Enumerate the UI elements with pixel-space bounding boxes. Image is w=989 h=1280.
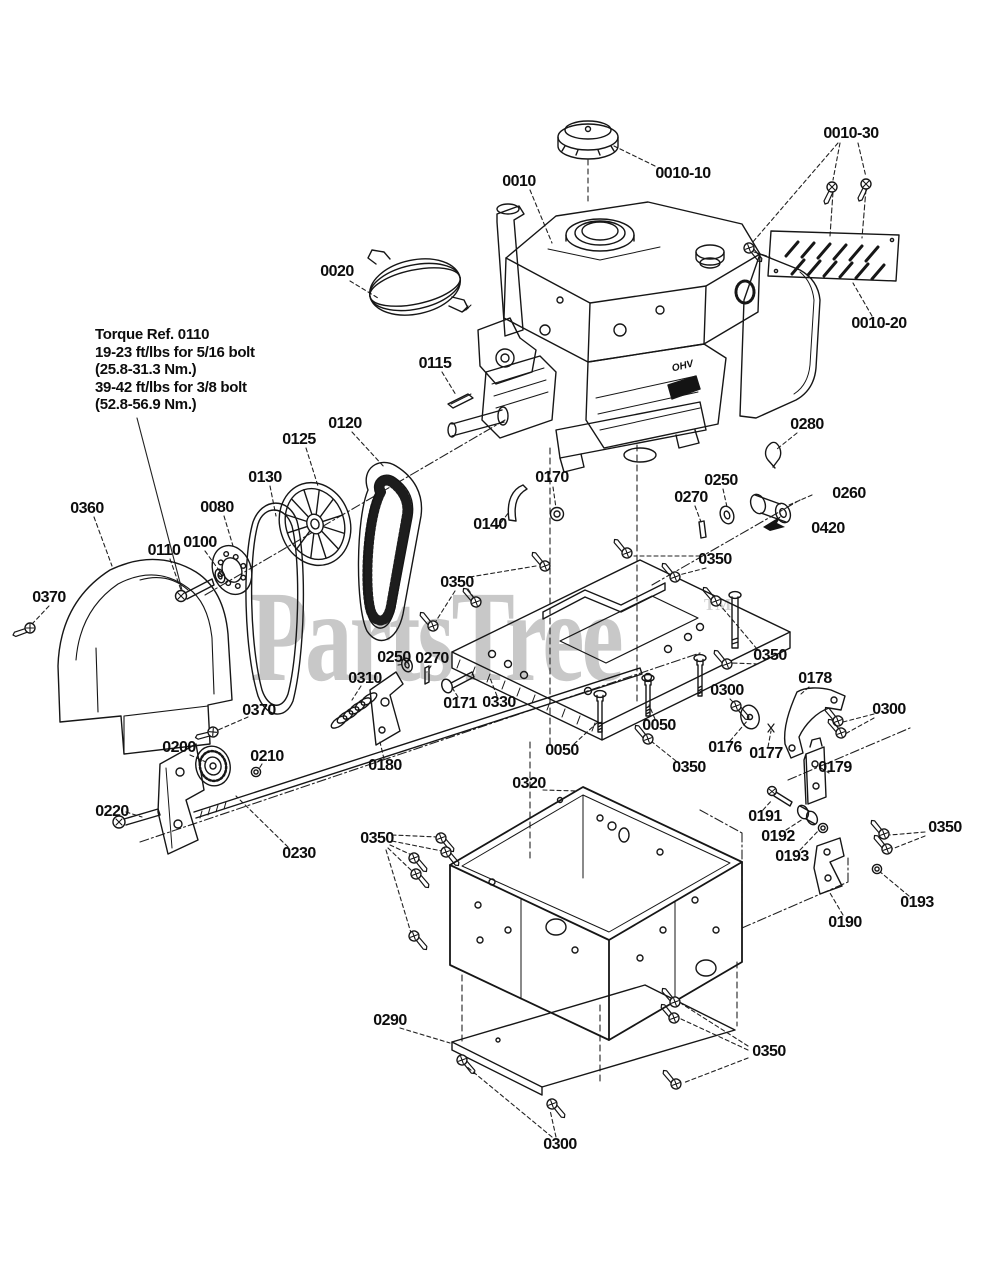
leader-lines [32, 142, 926, 1138]
part-callout-0250: 0250 [704, 472, 738, 489]
part-callout-0270: 0270 [674, 489, 708, 506]
part-callout-0350: 0350 [672, 759, 706, 776]
part-callout-0080: 0080 [200, 499, 234, 516]
tube-drawing [507, 484, 565, 522]
part-callout-0350: 0350 [698, 551, 732, 568]
fuel-cap-drawing [557, 120, 619, 160]
part-callout-0350: 0350 [752, 1043, 786, 1060]
part-callout-0220: 0220 [95, 803, 129, 820]
part-callout-0350: 0350 [360, 830, 394, 847]
shaft-key-drawing [447, 393, 474, 409]
support-bracket-drawing [766, 785, 896, 895]
torque-note-line: (25.8-31.3 Nm.) [95, 361, 197, 378]
part-callout-0050: 0050 [545, 742, 579, 759]
bottom-plate-drawing [451, 984, 736, 1120]
part-callout-0178: 0178 [798, 670, 832, 687]
part-callout-0290: 0290 [373, 1012, 407, 1029]
part-callout-0350: 0350 [440, 574, 474, 591]
part-callout-0110: 0110 [147, 542, 181, 559]
part-callout-0330: 0330 [482, 694, 516, 711]
part-callout-0360: 0360 [70, 500, 104, 517]
mount-plate-drawing [451, 559, 791, 741]
part-callout-0193: 0193 [775, 848, 809, 865]
part-callout-0370: 0370 [32, 589, 66, 606]
part-callout-0191: 0191 [748, 808, 782, 825]
part-callout-0320: 0320 [512, 775, 546, 792]
part-callout-0171: 0171 [443, 695, 477, 712]
part-callout-0115: 0115 [418, 355, 452, 372]
part-callout-0179: 0179 [818, 759, 852, 776]
power-cord-drawing [367, 249, 472, 316]
part-callout-0177: 0177 [749, 745, 783, 762]
part-callout-0420: 0420 [811, 520, 845, 537]
part-callout-0190: 0190 [828, 914, 862, 931]
swivel-bracket-drawing [727, 687, 850, 805]
part-callout-0280: 0280 [790, 416, 824, 433]
part-callout-0200: 0200 [162, 739, 196, 756]
plate-screws-drawing [414, 537, 736, 747]
torque-note: Torque Ref. 0110 19-23 ft/lbs for 5/16 b… [95, 326, 255, 414]
part-callout-0270: 0270 [415, 650, 449, 667]
part-callout-0210: 0210 [250, 748, 284, 765]
part-callout-0180: 0180 [368, 757, 402, 774]
part-callout-0230: 0230 [282, 845, 316, 862]
part-callout-0120: 0120 [328, 415, 362, 432]
part-callout-0020: 0020 [320, 263, 354, 280]
axle-hardware-drawing [698, 441, 792, 539]
part-callout-0010-20: 0010-20 [851, 315, 907, 332]
part-callout-0260: 0260 [832, 485, 866, 502]
part-callout-0130: 0130 [248, 469, 282, 486]
vent-cover-drawing [740, 178, 900, 282]
part-callout-0300: 0300 [710, 682, 744, 699]
part-callout-0010-30: 0010-30 [823, 125, 879, 142]
part-callout-0125: 0125 [282, 431, 316, 448]
torque-note-line: 19-23 ft/lbs for 5/16 bolt [95, 343, 255, 361]
part-callout-0250: 0250 [377, 649, 411, 666]
pulleys-belts-drawing [174, 461, 423, 715]
part-callout-0300: 0300 [543, 1136, 577, 1153]
part-callout-0310: 0310 [348, 670, 382, 687]
direction-arrow [763, 516, 785, 531]
torque-note-line: Torque Ref. 0110 [95, 326, 210, 343]
part-callout-0192: 0192 [761, 828, 795, 845]
frame-box-drawing [405, 786, 743, 1041]
part-callout-0170: 0170 [535, 469, 569, 486]
part-callout-0370: 0370 [242, 702, 276, 719]
torque-note-line: 39-42 ft/lbs for 3/8 bolt [95, 378, 247, 396]
part-callout-0050: 0050 [642, 717, 676, 734]
part-callout-0350: 0350 [928, 819, 962, 836]
part-callout-0193: 0193 [900, 894, 934, 911]
part-callout-0010-10: 0010-10 [655, 165, 711, 182]
idler-spring-rod-drawing [193, 657, 643, 819]
alignment-lines [139, 159, 911, 1083]
belt-cover-drawing [11, 558, 233, 755]
lower-pulley-bracket-drawing [112, 743, 262, 855]
part-callout-0176: 0176 [708, 739, 742, 756]
part-callout-0140: 0140 [473, 516, 507, 533]
part-callout-0010: 0010 [502, 173, 536, 190]
engine-drawing [447, 120, 821, 473]
part-callout-0100: 0100 [183, 534, 217, 551]
part-callout-0350: 0350 [753, 647, 787, 664]
torque-note-line: (52.8-56.9 Nm.) [95, 396, 197, 413]
watermark: PartsTree [250, 565, 624, 709]
part-callout-0300: 0300 [872, 701, 906, 718]
